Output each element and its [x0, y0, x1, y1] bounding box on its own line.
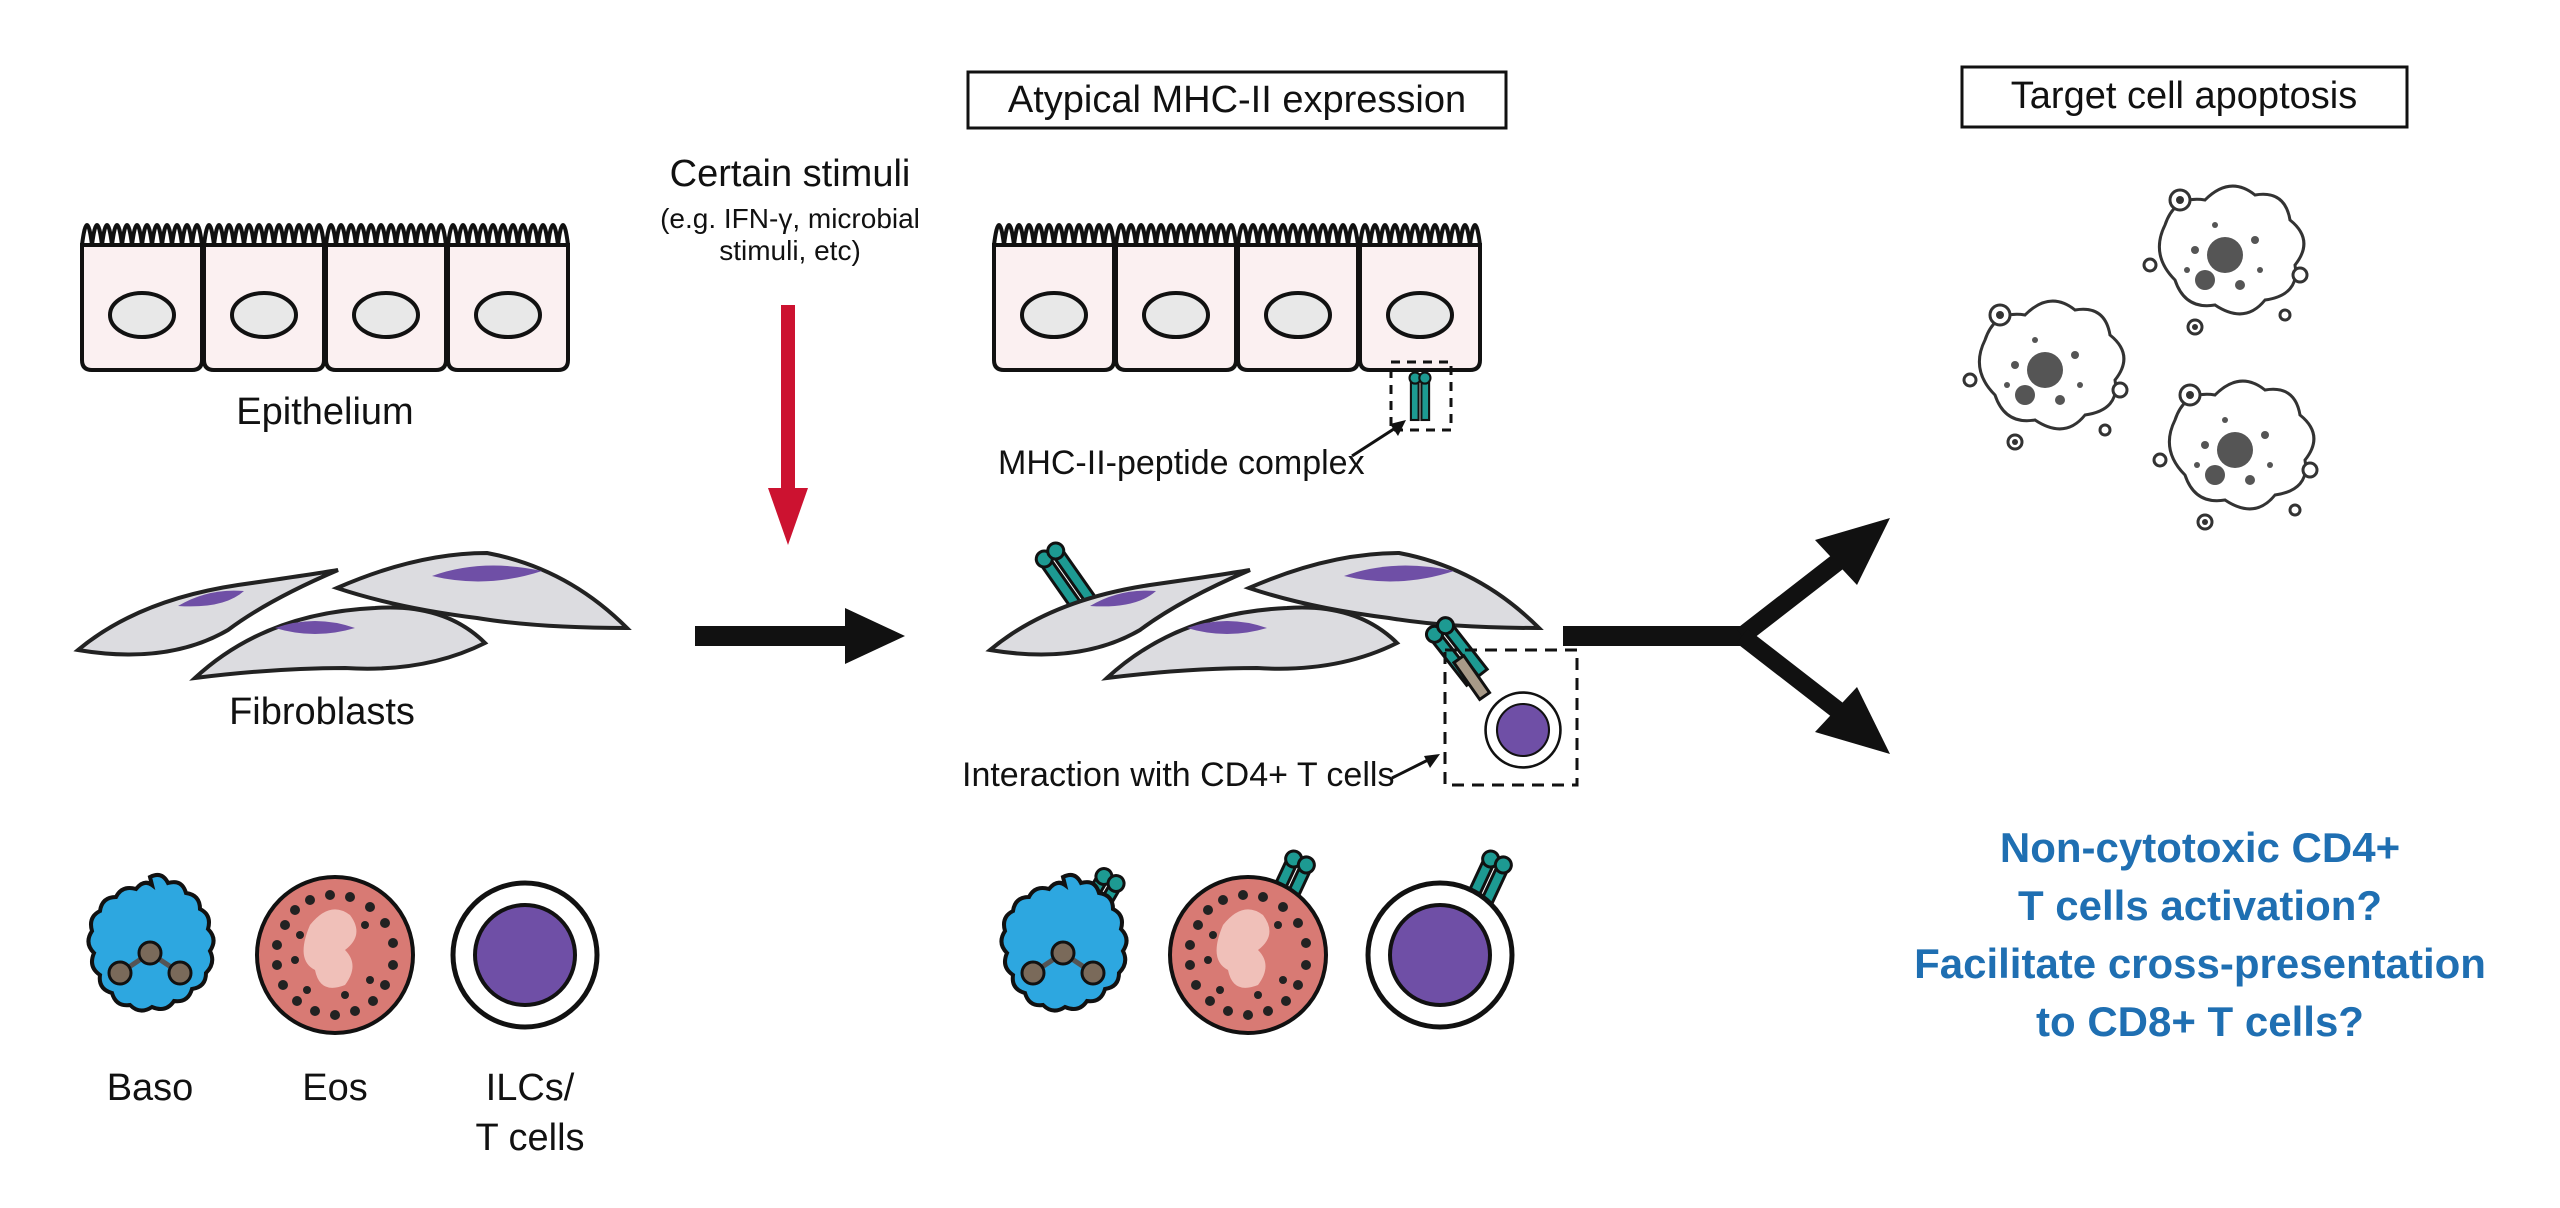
- stimuli-block: Certain stimuli (e.g. IFN-γ, microbial s…: [660, 153, 920, 545]
- fibroblasts-mhc-icon: [988, 538, 1579, 787]
- outcome-question-line2: T cells activation?: [2018, 882, 2382, 929]
- basophil-mhc-icon: [1001, 864, 1127, 1011]
- branch-arrow-icon: [1563, 518, 1890, 754]
- main-arrow-icon: [695, 608, 905, 664]
- epithelium-mhc-icon: [992, 223, 1482, 432]
- apoptotic-cell-icon: [2142, 184, 2309, 336]
- apoptosis-header-label: Target cell apoptosis: [2011, 75, 2357, 117]
- ilc-label-line1: ILCs/: [486, 1067, 575, 1109]
- stimuli-title: Certain stimuli: [670, 153, 911, 195]
- cd4-pointer-arrow-icon: [1391, 754, 1440, 780]
- right-panel: Target cell apoptosis Non-cytotoxic CD4+…: [1914, 65, 2486, 1045]
- stimuli-arrow-icon: [768, 305, 808, 545]
- lymphocyte-mhc-icon: [1368, 846, 1516, 1027]
- epithelium-icon: [80, 223, 570, 372]
- outcome-question-line4: to CD8+ T cells?: [2036, 998, 2364, 1045]
- apoptotic-cell-icon: [1962, 299, 2129, 451]
- fibroblasts-label: Fibroblasts: [229, 691, 415, 733]
- stimuli-detail-line1: (e.g. IFN-γ, microbial: [660, 203, 920, 234]
- outcome-question-line3: Facilitate cross-presentation: [1914, 940, 2486, 987]
- outcome-question-line1: Non-cytotoxic CD4+: [2000, 824, 2400, 871]
- fibroblasts-icon: [76, 550, 632, 681]
- baso-label: Baso: [107, 1067, 194, 1109]
- ilc-label-line2: T cells: [475, 1117, 584, 1159]
- middle-panel: Atypical MHC-II expression MHC-II-peptid…: [962, 70, 1579, 1035]
- apoptosis-header-box: Target cell apoptosis: [1960, 65, 2409, 129]
- eosinophil-icon: [255, 875, 415, 1035]
- eos-label: Eos: [302, 1067, 367, 1109]
- eosinophil-mhc-icon: [1168, 846, 1328, 1035]
- mhc-pointer-arrow-icon: [1351, 420, 1406, 458]
- cd4-interaction-label: Interaction with CD4+ T cells: [962, 756, 1394, 794]
- mhc-complex-label: MHC-II-peptide complex: [998, 444, 1365, 482]
- epithelium-label: Epithelium: [236, 391, 413, 433]
- mhc-header-label: Atypical MHC-II expression: [1008, 79, 1466, 121]
- basophil-icon: [88, 875, 213, 1011]
- left-panel: Epithelium Fibroblasts Baso Eos ILCs/ T …: [76, 223, 632, 1159]
- mhc-header-box: Atypical MHC-II expression: [966, 70, 1508, 130]
- stimuli-detail-line2: stimuli, etc): [719, 235, 861, 266]
- apoptotic-cell-icon: [2152, 379, 2319, 531]
- lymphocyte-icon: [453, 883, 597, 1027]
